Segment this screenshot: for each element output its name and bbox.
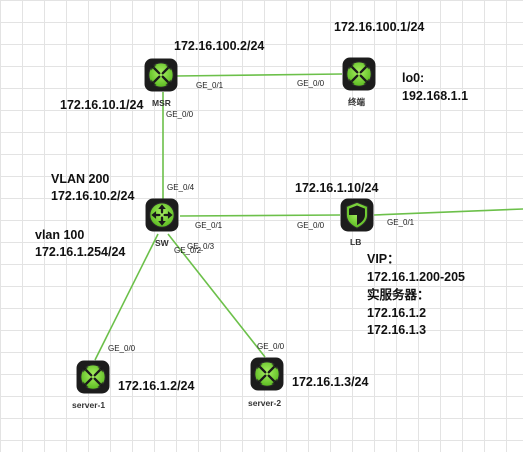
vip-range: 172.16.1.200-205 [367, 270, 465, 284]
vlan100-ip: 172.16.1.254/24 [35, 245, 125, 259]
router-terminal[interactable]: 终端 [342, 57, 376, 107]
port-label: GE_0/0 [297, 79, 325, 88]
server-1[interactable]: server-1 [72, 360, 110, 410]
link-msr-terminal [175, 73, 343, 77]
port-labels: GE_0/1 GE_0/0 GE_0/0 GE_0/4 GE_0/1 GE_0/… [108, 79, 415, 353]
terminal-top-ip: 172.16.100.1/24 [334, 20, 424, 34]
lb-device[interactable]: LB [340, 198, 374, 247]
real-servers-title: 实服务器： [367, 287, 430, 302]
real-server-1: 172.16.1.2 [367, 306, 426, 320]
firewall-shield-icon [340, 198, 374, 232]
device-name-sw: SW [155, 238, 170, 248]
vlan200-name: VLAN 200 [51, 172, 109, 186]
server2-ip: 172.16.1.3/24 [292, 375, 369, 389]
real-server-2: 172.16.1.3 [367, 323, 426, 337]
loopback-name: lo0: [402, 71, 424, 85]
port-label: GE_0/4 [167, 183, 195, 192]
switch-sw[interactable]: SW [145, 198, 179, 248]
server-2[interactable]: server-2 [248, 357, 284, 408]
router-icon [250, 357, 284, 391]
links [94, 73, 523, 361]
port-label: GE_0/0 [257, 342, 285, 351]
link-lb-uplink [373, 208, 523, 216]
port-label: GE_0/0 [166, 110, 194, 119]
port-label: GE_0/2 [174, 246, 202, 255]
port-label: GE_0/1 [196, 81, 224, 90]
port-label: GE_0/1 [195, 221, 223, 230]
loopback-ip: 192.168.1.1 [402, 89, 468, 103]
port-label: GE_0/1 [387, 218, 415, 227]
server1-ip: 172.16.1.2/24 [118, 379, 195, 393]
port-label: GE_0/3 [187, 242, 215, 251]
port-label: GE_0/0 [108, 344, 136, 353]
msr-left-ip: 172.16.10.1/24 [60, 98, 143, 112]
vlan200-ip: 172.16.10.2/24 [51, 189, 134, 203]
link-sw-lb [179, 214, 341, 217]
lb-ip: 172.16.1.10/24 [295, 181, 378, 195]
vip-title: VIP： [367, 252, 400, 266]
port-label: GE_0/0 [297, 221, 325, 230]
link-sw-server2 [167, 233, 266, 358]
router-icon [76, 360, 110, 394]
device-name-server1: server-1 [72, 400, 105, 410]
router-icon [342, 57, 376, 91]
link-sw-server1 [94, 233, 159, 361]
vlan100-name: vlan 100 [35, 228, 84, 242]
device-name-terminal: 终端 [347, 97, 366, 107]
device-name-msr: MSR [152, 98, 171, 108]
switch-icon [145, 198, 179, 232]
router-msr[interactable]: MSR [144, 58, 178, 108]
device-name-lb: LB [350, 237, 361, 247]
msr-top-ip: 172.16.100.2/24 [174, 39, 264, 53]
annotation-labels: 172.16.100.2/24 172.16.100.1/24 lo0: 192… [35, 20, 468, 393]
device-name-server2: server-2 [248, 398, 281, 408]
router-icon [144, 58, 178, 92]
